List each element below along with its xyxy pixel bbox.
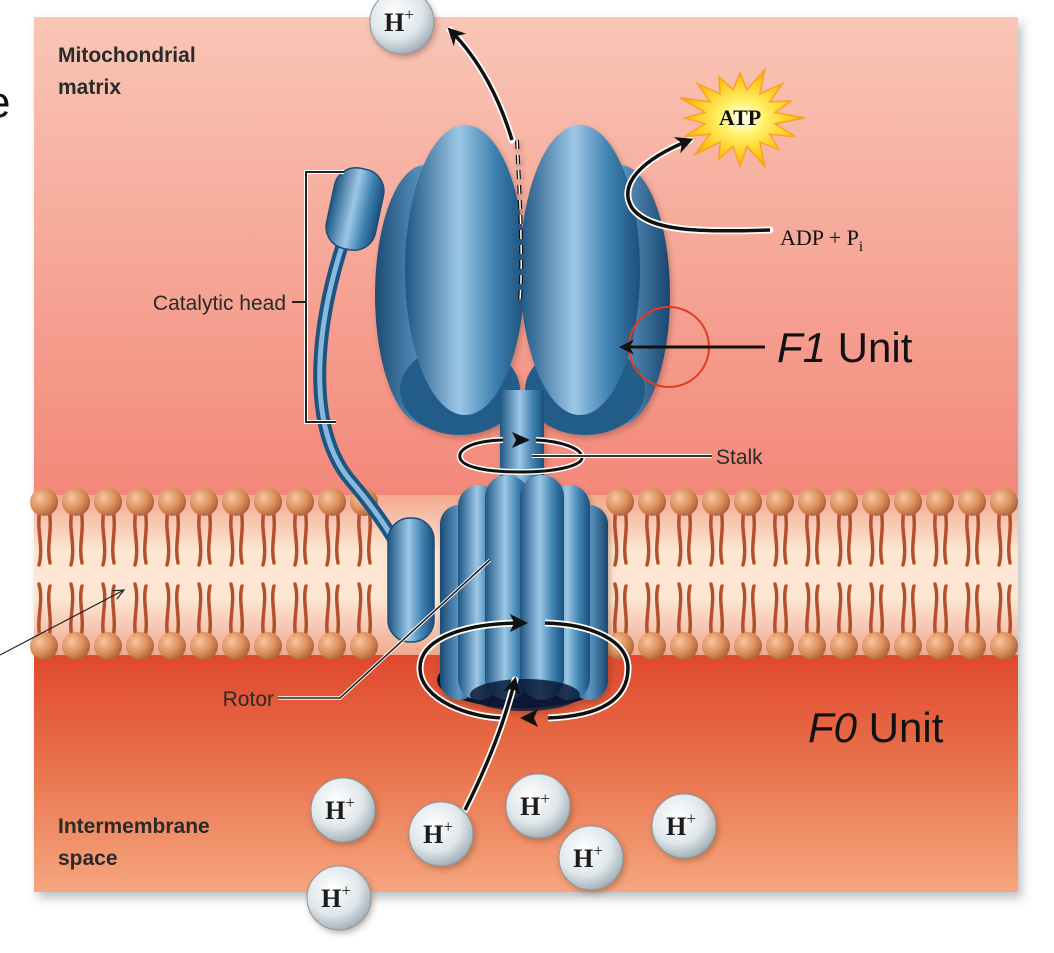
proton-exit-arrow xyxy=(446,26,516,144)
atp-synthesis-arrow xyxy=(624,136,774,235)
proton-ion-charge: + xyxy=(540,789,550,808)
adp-pi-label: ADP + Pi xyxy=(780,225,863,255)
stalk-label: Stalk xyxy=(716,446,763,469)
phospholipid xyxy=(286,488,314,660)
intermembrane-label: Intermembrane space xyxy=(58,815,216,870)
proton-ion-charge: + xyxy=(686,809,696,828)
proton-ion: H+ xyxy=(306,865,372,931)
proton-ion-charge: + xyxy=(345,793,355,812)
proton-ion: H+ xyxy=(310,777,376,843)
atp-burst-icon xyxy=(679,66,806,170)
proton-ions: H+H+H+H+H+H+H+ xyxy=(306,0,717,931)
stalk-rotation-arrow xyxy=(456,432,585,476)
proton-ion-charge: + xyxy=(404,5,414,24)
proton-entry-arrow xyxy=(461,676,521,814)
cut-off-title-letter: e xyxy=(0,78,10,128)
phospholipid xyxy=(318,488,346,660)
f0-unit-label: F0 Unit xyxy=(808,704,944,751)
phospholipid xyxy=(766,488,794,660)
phospholipid xyxy=(126,488,154,660)
lipid-bilayer xyxy=(30,488,1018,660)
phospholipid xyxy=(958,488,986,660)
phospholipid xyxy=(670,488,698,660)
f1-unit-rest: Unit xyxy=(826,324,913,371)
phospholipid xyxy=(894,488,922,660)
adp-pi-main: ADP + P xyxy=(780,225,859,250)
adp-pi-subscript: i xyxy=(859,239,863,255)
phospholipid xyxy=(638,488,666,660)
phospholipid xyxy=(606,488,634,660)
f1-unit-italic: F1 xyxy=(777,324,826,371)
phospholipid xyxy=(254,488,282,660)
atp-label: ATP xyxy=(719,105,761,130)
rotor-label: Rotor xyxy=(223,688,274,711)
intermembrane-label-line1: Intermembrane xyxy=(58,815,210,838)
rotor-rotation-arrow xyxy=(416,614,632,727)
catalytic-head-label: Catalytic head xyxy=(153,292,286,315)
phospholipid xyxy=(830,488,858,660)
phospholipid xyxy=(926,488,954,660)
phospholipid xyxy=(990,488,1018,660)
membrane-pointer-arrow xyxy=(0,590,124,656)
matrix-label-line2: matrix xyxy=(58,76,121,99)
proton-ion: H+ xyxy=(651,793,717,859)
proton-ion-charge: + xyxy=(593,841,603,860)
phospholipid xyxy=(222,488,250,660)
proton-ion: H+ xyxy=(558,825,624,891)
f0-unit-rest: Unit xyxy=(857,704,944,751)
proton-ion: H+ xyxy=(408,801,474,867)
phospholipid xyxy=(702,488,730,660)
phospholipid xyxy=(62,488,90,660)
matrix-label-line1: Mitochondrial xyxy=(58,44,196,67)
matrix-label: Mitochondrial matrix xyxy=(58,44,202,99)
proton-ion: H+ xyxy=(369,0,435,55)
proton-ion: H+ xyxy=(505,773,571,839)
phospholipid xyxy=(30,488,58,660)
phospholipid xyxy=(734,488,762,660)
proton-ion-symbol: H+ xyxy=(384,5,414,37)
catalytic-head-bracket xyxy=(292,170,344,424)
f1-catalytic-head xyxy=(375,125,670,510)
phospholipid xyxy=(190,488,218,660)
phospholipid xyxy=(158,488,186,660)
rotor-leader-line xyxy=(278,558,492,700)
f0-unit-italic: F0 xyxy=(808,704,858,751)
intermembrane-label-line2: space xyxy=(58,847,118,870)
proton-ion-charge: + xyxy=(443,817,453,836)
f0-rotor xyxy=(437,475,608,711)
phospholipid xyxy=(862,488,890,660)
f1-unit-label: F1 Unit xyxy=(777,324,913,371)
phospholipid xyxy=(798,488,826,660)
proton-ion-charge: + xyxy=(341,881,351,900)
peripheral-stalk xyxy=(313,167,435,643)
